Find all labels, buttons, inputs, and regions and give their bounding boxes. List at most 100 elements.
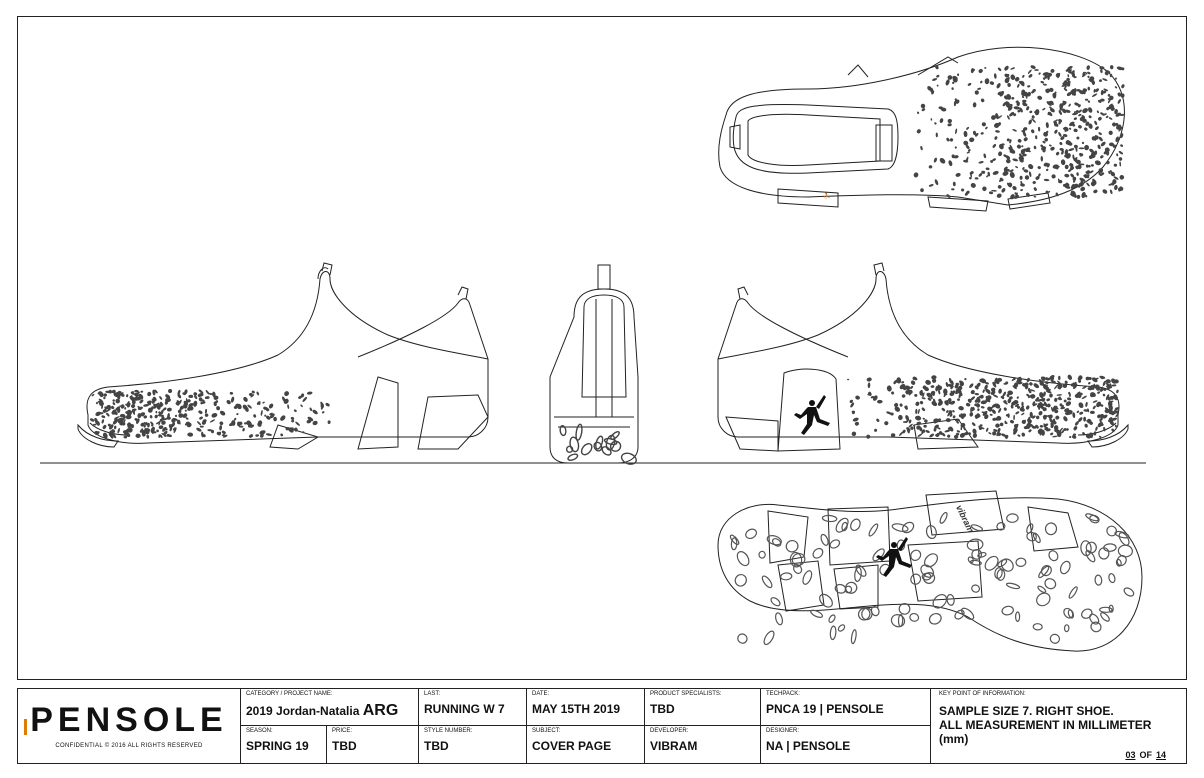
speckle-dot [161, 433, 166, 436]
speckle-dot [185, 417, 189, 420]
category-suffix: ARG [362, 702, 399, 719]
speckle-dot [945, 382, 949, 388]
speckle-dot [1045, 426, 1049, 430]
speckle-dot [198, 389, 204, 394]
speckle-dot [1082, 385, 1088, 389]
speckle-dot [134, 392, 139, 397]
lug-shape [829, 539, 841, 549]
speckle-dot [924, 419, 928, 423]
speckle-dot [1045, 88, 1051, 94]
speckle-dot [1099, 413, 1105, 419]
speckle-dot [1060, 159, 1066, 166]
speckle-dot [1115, 136, 1119, 143]
speckle-dot [1033, 383, 1040, 389]
speckle-dot [1075, 421, 1079, 426]
speckle-dot [992, 158, 996, 162]
lug-shape [932, 594, 948, 609]
speckle-dot [137, 406, 143, 411]
speckle-dot [1015, 403, 1019, 407]
speckle-dot [953, 101, 957, 107]
speckle-dot [1067, 74, 1070, 78]
speckle-dot [1046, 398, 1051, 402]
speckle-dot [1026, 106, 1030, 111]
speckle-dot [212, 391, 216, 398]
speckle-dot [1097, 421, 1103, 428]
speckle-dot [1002, 391, 1007, 397]
speckle-dot [1082, 432, 1086, 435]
speckle-dot [954, 434, 959, 439]
speckle-dot [876, 418, 880, 422]
speckle-dot [905, 385, 911, 390]
speckle-dot [159, 418, 163, 422]
speckle-dot [967, 149, 971, 152]
speckle-dot [1000, 396, 1003, 399]
speckle-dot [1019, 407, 1025, 412]
lug-shape [834, 583, 847, 594]
speckle-dot [1092, 405, 1096, 410]
speckle-dot [229, 422, 234, 427]
speckle-dot [1009, 144, 1013, 150]
speckle-dot [1097, 391, 1100, 394]
lug-shape [1089, 613, 1100, 625]
speckle-dot [253, 414, 257, 418]
speckle-dot [1025, 96, 1028, 99]
field-value: VIBRAM [650, 739, 698, 753]
lug-shape [994, 567, 1003, 580]
speckle-dot [1031, 394, 1036, 399]
speckle-dot [1115, 410, 1119, 414]
speckle-dot [921, 397, 926, 400]
speckle-dot [970, 390, 975, 395]
speckle-dot [215, 400, 219, 404]
speckle-dot [933, 398, 936, 404]
speckle-dot [980, 80, 983, 84]
lug-shape [1014, 611, 1021, 622]
speckle-dot [1011, 378, 1015, 382]
lug-shape [996, 522, 1006, 531]
speckle-dot [1098, 136, 1103, 142]
speckle-dot [1038, 402, 1044, 409]
speckle-dot [1043, 178, 1050, 182]
speckle-dot [130, 424, 135, 429]
speckle-dot [1093, 189, 1098, 194]
speckle-dot [964, 378, 967, 381]
speckle-dot [1007, 83, 1011, 87]
speckle-dot [997, 432, 1002, 437]
speckle-dot [1088, 107, 1093, 113]
speckle-dot [1006, 182, 1012, 188]
speckle-dot [927, 86, 932, 91]
speckle-dot [188, 403, 194, 407]
speckle-dot [1001, 433, 1007, 437]
speckle-dot [1118, 157, 1123, 161]
speckle-dot [1010, 404, 1014, 409]
speckle-dot [1059, 141, 1063, 146]
speckle-dot [1069, 163, 1074, 168]
speckle-dot [1053, 120, 1058, 127]
speckle-dot [1054, 426, 1058, 433]
speckle-dot [1094, 126, 1099, 131]
speckle-dot [1117, 92, 1122, 97]
speckle-dot [1073, 111, 1076, 113]
speckle-dot [1009, 171, 1015, 179]
speckle-dot [963, 432, 966, 436]
speckle-dot [1070, 166, 1074, 171]
speckle-dot [293, 409, 297, 412]
speckle-dot [312, 420, 318, 426]
speckle-dot [1088, 123, 1093, 129]
speckle-dot [1066, 428, 1069, 431]
speckle-dot [998, 408, 1002, 413]
speckle-dot [1021, 145, 1024, 148]
lug-shape [812, 547, 824, 559]
speckle-dot [955, 419, 960, 422]
speckle-dot [1004, 73, 1009, 78]
speckle-dot [970, 182, 976, 188]
speckle-dot [935, 132, 938, 138]
lug-shape [567, 453, 579, 461]
speckle-dot [1009, 419, 1015, 424]
speckle-dot [1015, 411, 1020, 415]
speckle-dot [995, 416, 1000, 421]
speckle-dot [920, 103, 926, 109]
speckle-dot [968, 432, 972, 435]
speckle-dot [890, 433, 896, 438]
speckle-dot [1013, 427, 1018, 434]
speckle-dot [1115, 413, 1119, 418]
